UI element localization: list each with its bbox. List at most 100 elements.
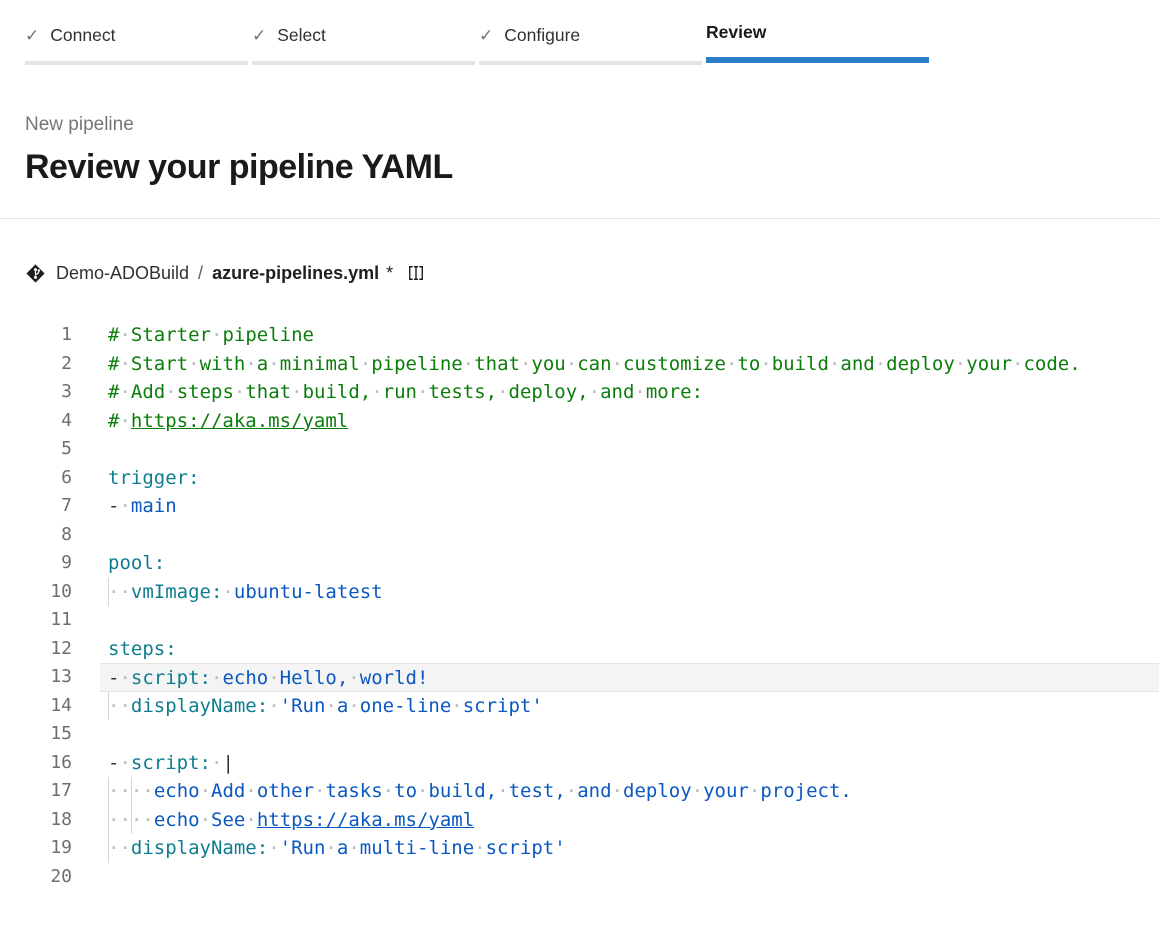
modified-marker: * bbox=[386, 262, 394, 283]
indent-guide bbox=[108, 805, 109, 834]
line-number: 9 bbox=[61, 552, 72, 573]
step-progress-bar bbox=[706, 57, 929, 63]
code-line-19[interactable]: ··displayName:·'Run·a·multi-line·script' bbox=[100, 834, 1159, 863]
header-divider bbox=[0, 218, 1159, 219]
code-line-6[interactable]: trigger: bbox=[100, 464, 1159, 493]
indent-guide bbox=[130, 805, 132, 834]
code-token: script: bbox=[130, 667, 211, 689]
code-line-18[interactable]: ····echo·See·https://aka.ms/yaml bbox=[100, 805, 1159, 834]
line-number: 8 bbox=[61, 523, 72, 545]
code-token: trigger: bbox=[108, 466, 200, 489]
step-label: Review bbox=[706, 21, 767, 42]
line-number: 13 bbox=[50, 666, 72, 687]
line-number: 14 bbox=[50, 694, 72, 716]
breadcrumb: Demo-ADOBuild / azure-pipelines.yml * bbox=[25, 261, 1159, 285]
line-number: 18 bbox=[50, 808, 72, 830]
azure-repos-icon bbox=[26, 263, 45, 283]
code-token: #·Starter·pipeline bbox=[108, 324, 314, 346]
page-title: Review your pipeline YAML bbox=[25, 148, 453, 186]
breadcrumb-repo-name[interactable]: Demo-ADOBuild bbox=[56, 262, 190, 283]
code-token: ubuntu-latest bbox=[233, 580, 383, 603]
code-line-13[interactable]: -·script:·echo·Hello,·world! bbox=[100, 663, 1159, 692]
code-token: #·Start·with·a·minimal·pipeline·that·you… bbox=[108, 352, 1081, 375]
code-line-9[interactable]: pool: bbox=[100, 549, 1159, 578]
step-progress-bar bbox=[25, 61, 248, 65]
checkmark-icon: ✓ bbox=[479, 25, 494, 45]
line-number: 3 bbox=[61, 381, 72, 402]
code-token: vmImage: bbox=[130, 580, 223, 603]
code-token: ···· bbox=[108, 780, 154, 802]
code-lines[interactable]: #·Starter·pipeline #·Start·with·a·minimal… bbox=[100, 321, 1159, 891]
code-line-12[interactable]: steps: bbox=[100, 635, 1159, 664]
code-line-3[interactable]: #·Add·steps·that·build,·run·tests,·deplo… bbox=[100, 378, 1159, 407]
line-number: 6 bbox=[61, 466, 72, 488]
indent-guide bbox=[108, 834, 109, 863]
code-line-2[interactable]: #·Start·with·a·minimal·pipeline·that·you… bbox=[100, 350, 1159, 379]
line-number: 4 bbox=[61, 409, 72, 431]
step-progress-bar bbox=[252, 61, 475, 65]
line-number: 15 bbox=[50, 723, 72, 744]
code-token: ·· bbox=[108, 580, 131, 603]
line-number: 19 bbox=[50, 837, 72, 858]
code-token: displayName: bbox=[130, 837, 269, 859]
code-token: ···· bbox=[108, 808, 154, 831]
step-label: Connect bbox=[50, 24, 116, 45]
indent-guide bbox=[130, 777, 132, 806]
copy-file-icon[interactable] bbox=[406, 263, 426, 283]
code-token: -· bbox=[108, 495, 131, 517]
code-token: 'Run·a·one-line·script' bbox=[279, 694, 543, 717]
line-number: 7 bbox=[61, 495, 72, 516]
code-token: ·· bbox=[108, 694, 131, 717]
breadcrumb-separator: / bbox=[198, 262, 204, 283]
line-number: 1 bbox=[61, 324, 72, 345]
wizard-subtitle: New pipeline bbox=[25, 114, 134, 135]
code-token: echo·Add·other·tasks·to·build,·test,·and… bbox=[153, 780, 852, 802]
step-review[interactable]: Review bbox=[706, 22, 929, 65]
code-token: #· bbox=[108, 409, 131, 432]
code-token: steps: bbox=[108, 637, 177, 660]
code-token: pool: bbox=[108, 552, 166, 574]
code-token: -· bbox=[108, 667, 131, 689]
code-token: | bbox=[222, 751, 234, 774]
step-select[interactable]: ✓ Select bbox=[252, 22, 475, 65]
code-line-14[interactable]: ··displayName:·'Run·a·one-line·script' bbox=[100, 691, 1159, 720]
code-line-8[interactable] bbox=[100, 521, 1159, 550]
code-line-16[interactable]: -·script:·| bbox=[100, 749, 1159, 778]
code-line-10[interactable]: ··vmImage:·ubuntu-latest bbox=[100, 577, 1159, 606]
line-number: 12 bbox=[50, 637, 72, 659]
code-line-7[interactable]: -·main bbox=[100, 492, 1159, 521]
code-line-4[interactable]: #·https://aka.ms/yaml bbox=[100, 407, 1159, 436]
code-token: #·Add·steps·that·build,·run·tests,·deplo… bbox=[108, 381, 704, 403]
line-number: 11 bbox=[50, 609, 72, 630]
line-number: 20 bbox=[50, 865, 72, 887]
code-token: · bbox=[268, 837, 280, 859]
line-number: 10 bbox=[50, 580, 72, 602]
indent-guide bbox=[108, 691, 109, 720]
step-configure[interactable]: ✓ Configure bbox=[479, 22, 702, 65]
code-line-1[interactable]: #·Starter·pipeline bbox=[100, 321, 1159, 350]
code-line-5[interactable] bbox=[100, 435, 1159, 464]
checkmark-icon: ✓ bbox=[252, 25, 267, 45]
code-token: · bbox=[268, 694, 280, 717]
code-token: · bbox=[222, 580, 234, 603]
code-link[interactable]: https://aka.ms/yaml bbox=[130, 409, 349, 432]
code-line-20[interactable] bbox=[100, 863, 1159, 892]
code-link[interactable]: https://aka.ms/yaml bbox=[256, 808, 475, 831]
code-token: script: bbox=[130, 751, 211, 774]
line-number: 16 bbox=[50, 751, 72, 773]
code-token: ·· bbox=[108, 837, 131, 859]
line-number: 2 bbox=[61, 352, 72, 374]
step-label: Select bbox=[277, 24, 326, 45]
code-token: · bbox=[210, 751, 223, 774]
step-connect[interactable]: ✓Connect bbox=[25, 22, 248, 65]
code-token: 'Run·a·multi-line·script' bbox=[279, 837, 566, 859]
code-line-11[interactable] bbox=[100, 606, 1159, 635]
code-line-17[interactable]: ····echo·Add·other·tasks·to·build,·test,… bbox=[100, 777, 1159, 806]
code-line-15[interactable] bbox=[100, 720, 1159, 749]
breadcrumb-file-name: azure-pipelines.yml bbox=[212, 262, 380, 283]
code-token: displayName: bbox=[130, 694, 269, 717]
step-progress-bar bbox=[479, 61, 702, 65]
step-label: Configure bbox=[504, 24, 581, 45]
